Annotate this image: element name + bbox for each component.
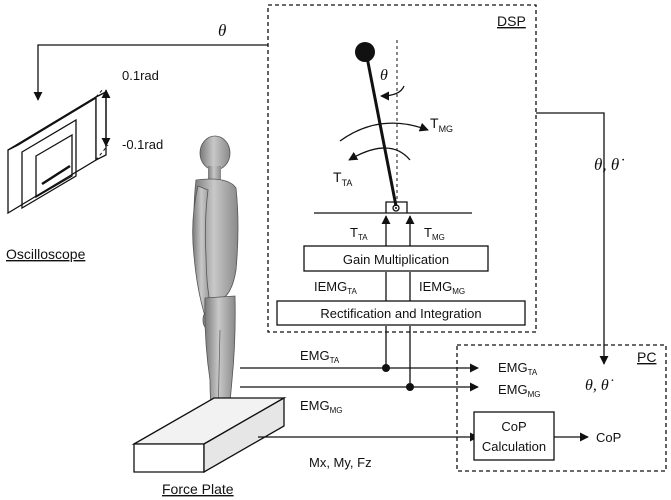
oscilloscope-label: Oscilloscope [6,246,86,262]
pendulum-mass [355,42,375,62]
iemg-mg-label: IEMGMG [419,279,465,296]
oscilloscope-trace [41,164,71,186]
rectification-label: Rectification and Integration [320,306,481,321]
cop-output-label: CoP [596,430,621,445]
torque-ta-label: TTA [333,169,352,188]
gain-tta-label: TTA [350,225,368,242]
cop-block-line1: CoP [501,419,526,434]
emg-ta-junction [382,364,390,372]
pc-emg-ta-label: EMGTA [498,360,538,377]
force-plate [131,396,287,474]
iemg-ta-label: IEMGTA [314,279,358,296]
forces-label: Mx, My, Fz [309,455,372,470]
theta-to-oscilloscope-line [33,44,268,101]
torque-mg-arc [339,122,429,142]
rectification-block [276,300,526,326]
dsp-label: DSP [497,13,526,29]
range-dash-upper [95,87,105,98]
oscilloscope [7,90,107,215]
cop-block-line2: Calculation [482,439,546,454]
pivot-joint [392,204,400,212]
torque-mg-label: TMG [430,115,453,134]
pc-label: PC [637,349,656,365]
theta-angle-arc [380,85,405,101]
theta-thetadot-right-label: θ, θ̇ [594,155,624,174]
theta-to-oscilloscope-label: θ [218,21,226,40]
dsp-box [267,4,537,333]
human-figure [183,135,239,431]
force-plate-label: Force Plate [162,481,234,497]
cop-calculation-block [473,411,555,461]
lower-range-label: -0.1rad [122,137,163,152]
gain-multiplication-block [303,245,489,272]
theta-to-pc-line [536,112,609,365]
emg-ta-input-label: EMGTA [300,348,340,365]
pendulum-rod [364,51,398,207]
emg-mg-junction [406,383,414,391]
pc-emg-mg-label: EMGMG [498,382,541,399]
pivot-bracket [385,201,408,213]
gain-multiplication-label: Gain Multiplication [343,252,449,267]
dsp-theta-label: θ [380,67,388,84]
torque-ta-arc [348,147,411,161]
pc-theta-thetadot-label: θ, θ̇ [585,377,614,394]
gain-tmg-label: TMG [424,225,445,242]
emg-mg-input-label: EMGMG [300,398,343,415]
upper-range-label: 0.1rad [122,68,159,83]
